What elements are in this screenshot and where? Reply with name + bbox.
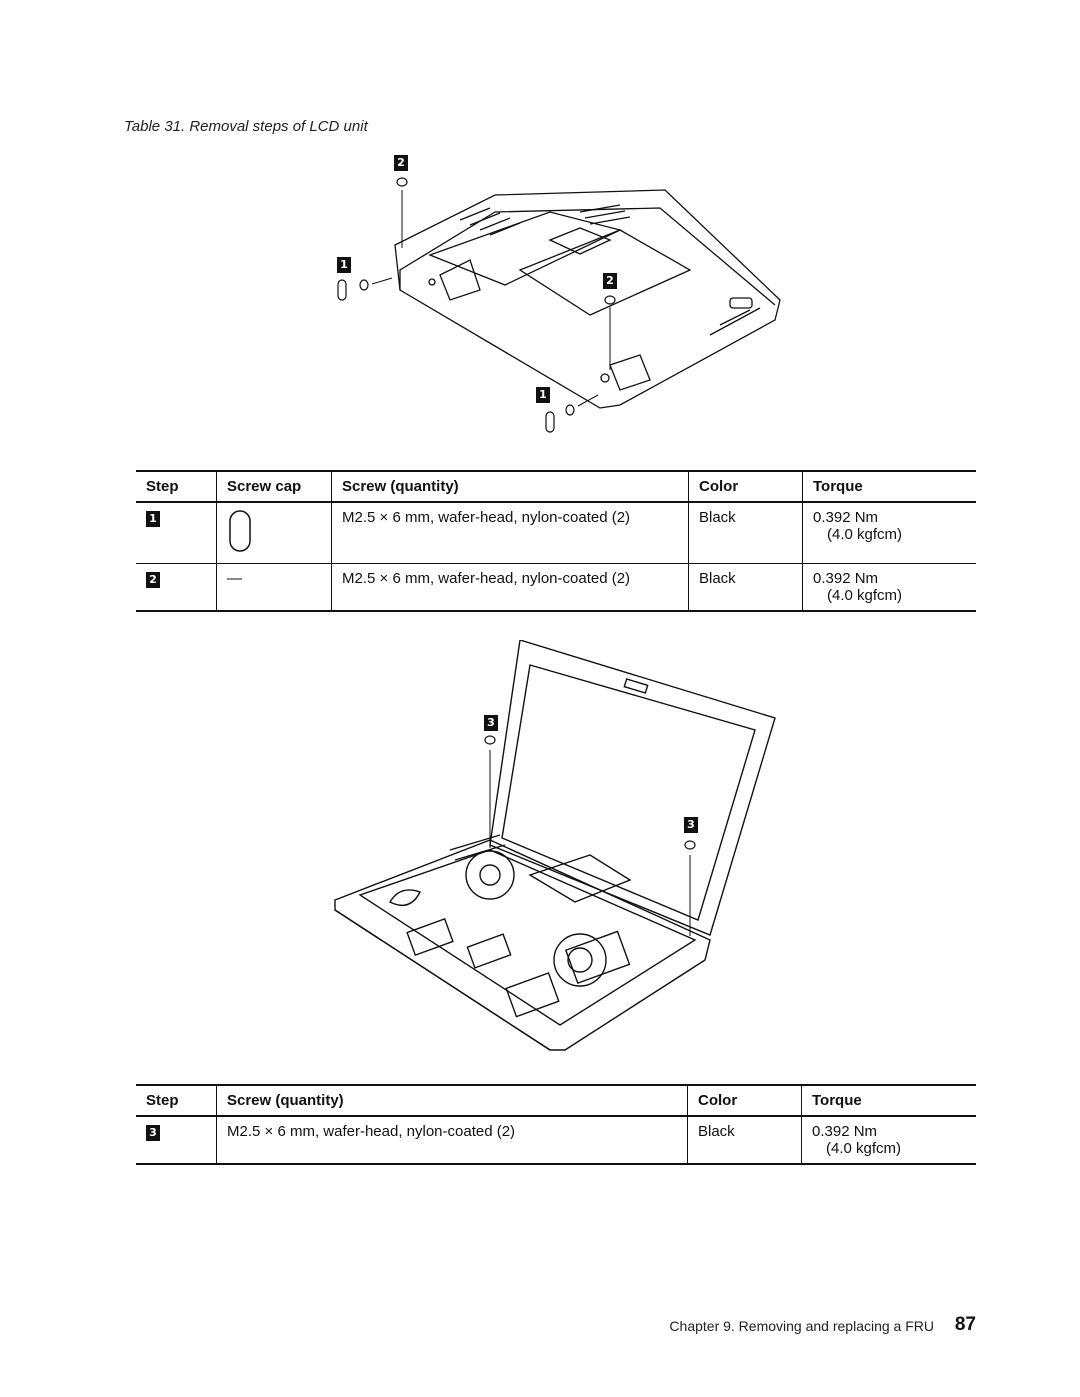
torque-kgfcm: (4.0 kgfcm) xyxy=(827,587,903,604)
laptop-bottom-figure xyxy=(337,177,781,433)
rubber-screw-cap-icon xyxy=(229,510,251,552)
col-screw-quantity: Screw (quantity) xyxy=(216,1084,688,1117)
footer-chapter: Chapter 9. Removing and replacing a FRU xyxy=(669,1318,934,1334)
screw-color: Black xyxy=(687,1116,802,1165)
step-badge: 3 xyxy=(146,1125,160,1141)
screw-color: Black xyxy=(688,563,803,612)
torque-nm: 0.392 Nm xyxy=(812,1123,878,1140)
table-row: 1 M2.5 × 6 mm, wafer-head, nylon-coated … xyxy=(136,502,976,564)
col-color: Color xyxy=(687,1084,802,1117)
screw-table-2: Step Screw (quantity) Color Torque 3 M2.… xyxy=(136,1084,976,1165)
col-screw-quantity: Screw (quantity) xyxy=(331,470,689,503)
col-step: Step xyxy=(136,1084,217,1117)
step-badge: 1 xyxy=(146,511,160,527)
torque-nm: 0.392 Nm xyxy=(813,570,879,587)
col-screw-cap: Screw cap xyxy=(216,470,332,503)
torque-nm: 0.392 Nm xyxy=(813,509,879,526)
step-badge: 2 xyxy=(146,572,160,588)
screw-spec: M2.5 × 6 mm, wafer-head, nylon-coated (2… xyxy=(331,563,689,612)
footer-text: Chapter 9. Removing and replacing a FRU xyxy=(669,1318,934,1334)
screw-color: Black xyxy=(688,502,803,564)
callout-1-bottom: 1 xyxy=(536,387,550,403)
callout-2-top: 2 xyxy=(394,155,408,171)
torque-kgfcm: (4.0 kgfcm) xyxy=(827,526,903,543)
torque-kgfcm: (4.0 kgfcm) xyxy=(826,1140,902,1157)
col-step: Step xyxy=(136,470,217,503)
laptop-open-figure xyxy=(334,640,776,1051)
table-row: 3 M2.5 × 6 mm, wafer-head, nylon-coated … xyxy=(136,1116,976,1165)
callout-1-left: 1 xyxy=(337,257,351,273)
col-torque: Torque xyxy=(802,470,976,503)
callout-3-left: 3 xyxy=(484,715,498,731)
col-color: Color xyxy=(688,470,803,503)
screw-table-1: Step Screw cap Screw (quantity) Color To… xyxy=(136,470,976,612)
table-row: 2 — M2.5 × 6 mm, wafer-head, nylon-coate… xyxy=(136,563,976,612)
callout-2-right: 2 xyxy=(603,273,617,289)
page-number: 87 xyxy=(954,1314,976,1335)
screw-cap-none: — xyxy=(216,563,332,612)
screw-spec: M2.5 × 6 mm, wafer-head, nylon-coated (2… xyxy=(216,1116,688,1165)
col-torque: Torque xyxy=(801,1084,976,1117)
callout-3-right: 3 xyxy=(684,817,698,833)
screw-spec: M2.5 × 6 mm, wafer-head, nylon-coated (2… xyxy=(331,502,689,564)
table-caption: Table 31. Removal steps of LCD unit xyxy=(124,118,368,135)
